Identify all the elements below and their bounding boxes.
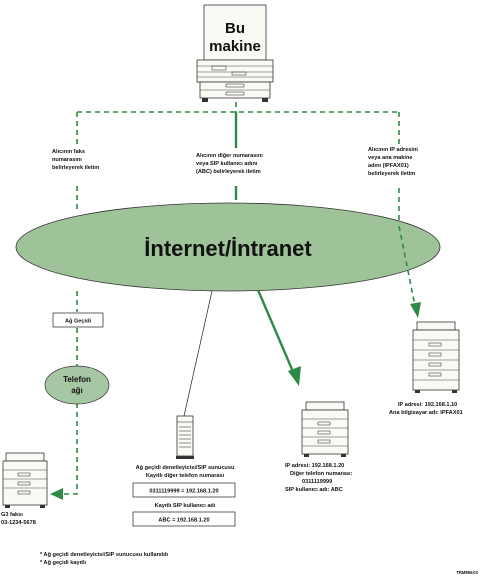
arrow-to-g3-fax <box>50 488 63 500</box>
server-link <box>183 290 213 417</box>
this-machine-device <box>196 4 274 102</box>
method-right-label: Alıcının IP adresini veya ana makine adı… <box>368 147 418 177</box>
svg-text:Alıcının diğer numarasını: Alıcının diğer numarasını <box>196 153 263 159</box>
link-to-center-device <box>256 289 296 375</box>
method-left-label: Alıcının faks numarasını belirleyerek il… <box>52 149 99 171</box>
footnote-1: * Ağ geçidi denetleyicisi/SIP sunucusu k… <box>40 552 169 558</box>
this-machine-label-1: Bu <box>225 20 245 37</box>
arrow-to-center-device <box>288 366 301 386</box>
svg-text:veya ana makine: veya ana makine <box>368 155 412 161</box>
server-tower <box>176 415 194 459</box>
gateway-box <box>52 312 104 328</box>
right-fax-device <box>412 321 460 393</box>
sip-title: Kayıtlı SIP kullanıcı adı <box>155 503 216 509</box>
sip-mapping-box <box>132 511 236 527</box>
svg-text:belirleyerek iletim: belirleyerek iletim <box>368 171 415 177</box>
server-title: Ağ geçidi denetleyicisi/SIP sunucusu <box>136 465 235 471</box>
svg-text:(ABC) belirleyerek iletim: (ABC) belirleyerek iletim <box>196 169 261 175</box>
phone-network-label-2: ağı <box>71 386 83 395</box>
right-device-host: Ana bilgisayar adı: IPFAX01 <box>389 410 463 416</box>
svg-text:belirleyerek iletim: belirleyerek iletim <box>52 165 99 171</box>
center-device-ip: IP adresi: 192.168.1.20 <box>285 463 344 469</box>
svg-text:Alıcının faks: Alıcının faks <box>52 149 85 155</box>
top-connectors <box>76 102 400 226</box>
right-device-ip: IP adresi: 192.168.1.10 <box>398 402 457 408</box>
internet-intranet-cloud <box>15 202 441 292</box>
link-to-right-device <box>398 225 416 307</box>
svg-text:numarasını: numarasını <box>52 157 82 163</box>
arrow-to-right-device <box>410 302 421 318</box>
network-label: İnternet/İntranet <box>144 236 312 261</box>
center-device-phone-title: Diğer telefon numarası: <box>290 471 353 477</box>
figure-code: TRM866XS <box>456 570 478 575</box>
center-device-sip: SIP kullanıcı adı: ABC <box>285 487 343 493</box>
g3-fax-device <box>2 452 48 508</box>
center-fax-device <box>301 401 349 457</box>
this-machine-label-2: makine <box>209 38 261 55</box>
sip-mapping: ABC = 192.168.1.20 <box>158 518 209 524</box>
center-device-phone: 0311119999 <box>302 479 332 485</box>
svg-text:veya SIP kullanıcı adını: veya SIP kullanıcı adını <box>196 161 258 167</box>
server-subtitle: Kayıtlı diğer telefon numarası <box>146 473 225 479</box>
svg-text:Alıcının IP adresini: Alıcının IP adresini <box>368 147 418 153</box>
telephone-network <box>44 365 110 405</box>
gateway-label: Ağ Geçidi <box>65 319 92 325</box>
g3-fax-label-2: 03-1234-5678 <box>1 520 36 526</box>
phone-mapping: 0311119999 = 192.168.1.20 <box>149 489 218 495</box>
phone-mapping-box <box>132 482 236 498</box>
g3-fax-label-1: G3 faksı <box>1 512 23 518</box>
svg-text:adını (IPFAX01): adını (IPFAX01) <box>368 163 409 169</box>
footnote-2: * Ağ geçidi kayıtlı <box>40 560 87 566</box>
method-center-label: Alıcının diğer numarasını veya SIP kulla… <box>196 153 263 175</box>
phone-network-label-1: Telefon <box>63 375 91 384</box>
left-branch-lines <box>62 291 78 495</box>
